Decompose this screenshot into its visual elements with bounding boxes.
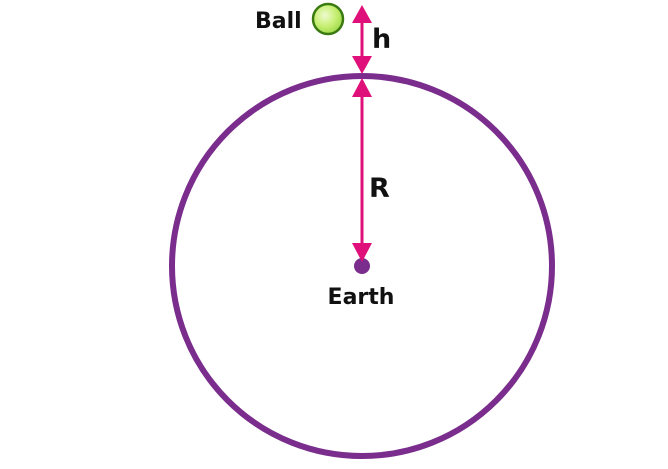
earth-label: Earth	[328, 285, 395, 310]
ball-label: Ball	[255, 9, 302, 34]
earth-outline-circle	[169, 73, 555, 459]
radius-arrow	[352, 78, 372, 262]
radius-arrow-head-top	[352, 78, 372, 97]
earth-center-dot	[354, 258, 370, 274]
radius-label: R	[369, 173, 390, 204]
radius-arrow-head-bottom	[352, 243, 372, 262]
height-arrow-head-bottom	[352, 56, 372, 74]
height-arrow	[352, 5, 372, 74]
height-arrow-head-top	[352, 5, 372, 23]
height-label: h	[372, 24, 391, 55]
ball-icon	[311, 2, 345, 36]
